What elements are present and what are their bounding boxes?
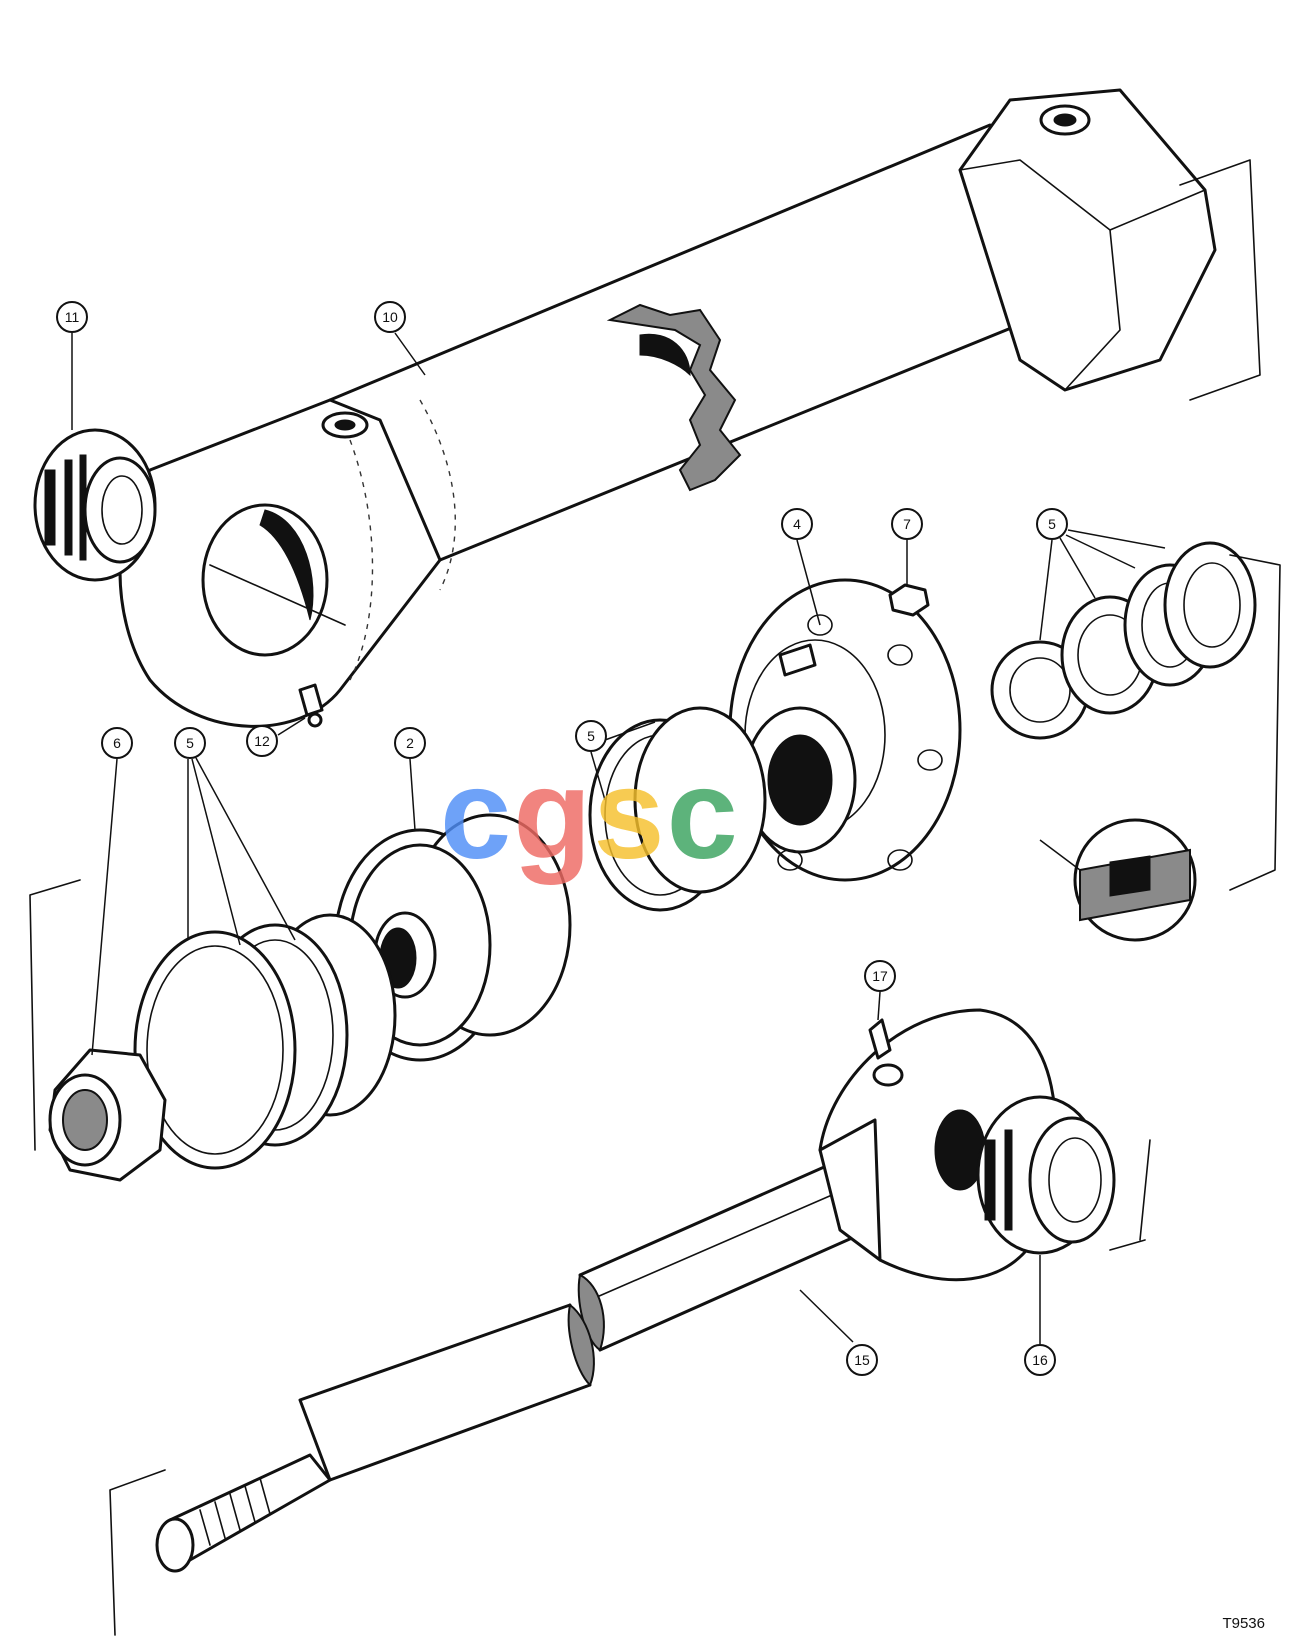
piston-nut [48, 1048, 167, 1182]
callout-17: 17 [864, 960, 896, 1021]
center-wear-ring [588, 706, 767, 912]
svg-text:4: 4 [793, 516, 801, 532]
svg-text:12: 12 [254, 733, 270, 749]
callout-7: 7 [891, 508, 923, 585]
svg-text:17: 17 [872, 968, 888, 984]
watermark-letter: s [593, 743, 665, 886]
left-seal-rings [133, 913, 397, 1170]
callout-10: 10 [374, 301, 426, 376]
callout-11: 11 [56, 301, 88, 430]
svg-text:10: 10 [382, 309, 398, 325]
svg-text:16: 16 [1032, 1352, 1048, 1368]
svg-text:15: 15 [854, 1352, 870, 1368]
callout-16: 16 [1024, 1255, 1056, 1376]
svg-text:2: 2 [406, 735, 414, 751]
callout-2: 2 [394, 727, 426, 831]
watermark-letter: c [440, 743, 512, 886]
watermark-letter: g [513, 743, 592, 886]
svg-text:5: 5 [587, 728, 595, 744]
callout-12: 12 [246, 717, 306, 757]
svg-text:7: 7 [903, 516, 911, 532]
top-right-seals [990, 541, 1257, 942]
spherical-bearing-rod [976, 1095, 1116, 1255]
callout-6: 6 [91, 727, 133, 1056]
callout-4: 4 [781, 508, 821, 626]
cylinder-barrel [118, 88, 1217, 728]
callout-5-left: 5 [174, 727, 296, 946]
watermark-logo: c g s c [440, 743, 860, 886]
callout-5-top-right: 5 [1036, 508, 1166, 641]
spherical-bearing-top [33, 428, 157, 582]
svg-text:5: 5 [1048, 516, 1056, 532]
assembly-guide-lines [29, 159, 1281, 1636]
callout-5-center: 5 [575, 720, 656, 801]
svg-text:6: 6 [113, 735, 121, 751]
svg-text:11: 11 [65, 309, 80, 325]
svg-text:5: 5 [186, 735, 194, 751]
callout-15: 15 [799, 1289, 878, 1376]
watermark-letter: c [666, 743, 738, 886]
figure-id-label: T9536 [1222, 1615, 1265, 1632]
cylinder-head-gland [728, 578, 962, 882]
